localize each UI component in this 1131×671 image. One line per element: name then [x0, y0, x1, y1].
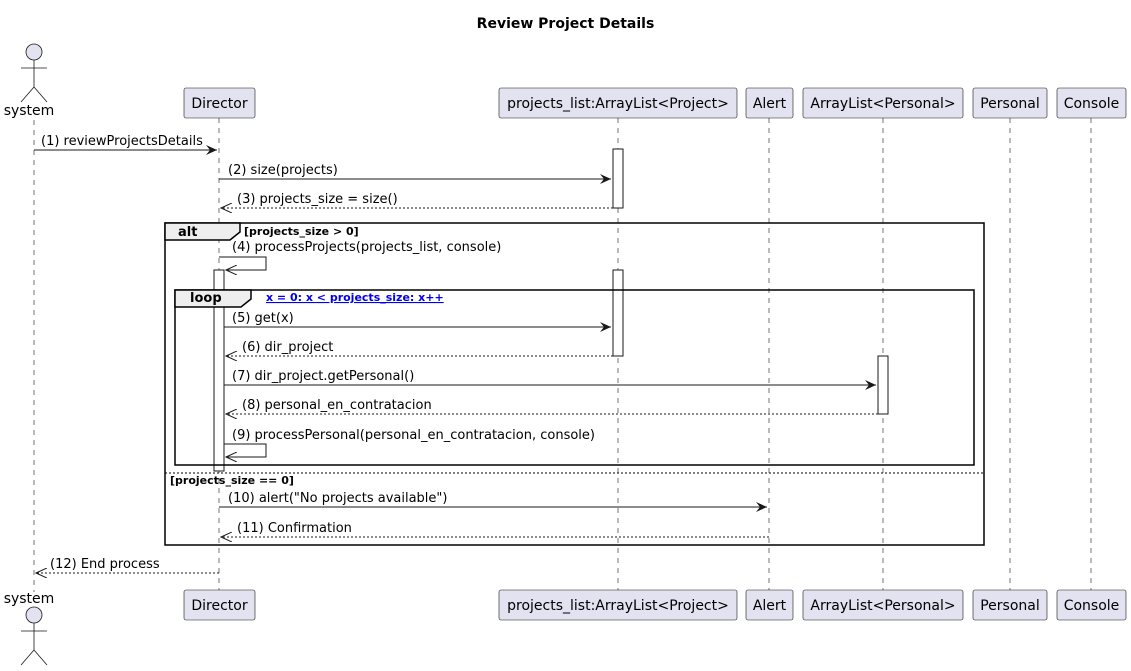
participant-console-bottom[interactable]: Console: [1056, 589, 1127, 621]
participant-personal-top[interactable]: Personal: [972, 87, 1048, 119]
participant-name-alert: Alert: [753, 96, 787, 112]
participant-name-projects-list-bottom: projects_list:ArrayList<Project>: [507, 598, 729, 614]
alt-keyword: alt: [178, 225, 197, 240]
messages: (1) reviewProjectsDetails (2) size(proje…: [34, 134, 878, 573]
message-label-11: (11) Confirmation: [237, 521, 352, 536]
participant-name-projects-list: projects_list:ArrayList<Project>: [507, 96, 729, 112]
alt-tab: [164, 222, 241, 241]
participant-name-console-bottom: Console: [1064, 598, 1120, 614]
participant-name-director-bottom: Director: [191, 598, 247, 614]
participant-name-personal-bottom: Personal: [980, 598, 1040, 614]
actor-head-icon-bottom: [25, 606, 43, 624]
participant-projects-list-bottom[interactable]: projects_list:ArrayList<Project>: [498, 589, 738, 621]
alt-guard: [projects_size > 0]: [244, 225, 359, 238]
participant-arraylist-personal-bottom[interactable]: ArrayList<Personal>: [802, 589, 964, 621]
loop-fragment: loop x = 0: x < projects_size: x++: [174, 289, 975, 466]
actor-system-bottom[interactable]: system: [4, 591, 55, 666]
message-label-9: (9) processPersonal(personal_en_contrata…: [232, 428, 595, 443]
message-label-4: (4) processProjects(projects_list, conso…: [232, 240, 501, 255]
actor-system-top[interactable]: system: [4, 43, 55, 119]
loop-frame: [174, 289, 975, 466]
message-label-7: (7) dir_project.getPersonal(): [232, 369, 414, 384]
diagram-title: Review Project Details: [477, 16, 655, 32]
loop-keyword: loop: [190, 291, 222, 306]
participant-name-personal: Personal: [980, 96, 1040, 112]
message-label-12: (12) End process: [50, 557, 160, 572]
participant-name-alert-bottom: Alert: [753, 598, 787, 614]
activation-arraylist-personal: [877, 355, 889, 415]
participant-name-system-bottom: system: [4, 591, 55, 607]
participant-projects-list-top[interactable]: projects_list:ArrayList<Project>: [498, 87, 738, 119]
participants-top: system Director projects_list:ArrayList<…: [4, 43, 1127, 119]
activation-projects-list-2: [612, 269, 624, 357]
participant-alert-top[interactable]: Alert: [745, 87, 794, 119]
loop-tab: [174, 289, 252, 308]
participant-name-arraylist-personal: ArrayList<Personal>: [810, 96, 955, 112]
message-label-5: (5) get(x): [232, 311, 294, 326]
participant-director-top[interactable]: Director: [183, 87, 256, 119]
participant-director-bottom[interactable]: Director: [183, 589, 256, 621]
message-label-1: (1) reviewProjectsDetails: [41, 134, 203, 149]
activation-projects-list-1: [612, 148, 624, 209]
actor-head-icon: [25, 43, 43, 61]
participant-name-director: Director: [191, 96, 247, 112]
message-label-6: (6) dir_project: [242, 340, 333, 355]
participant-arraylist-personal-top[interactable]: ArrayList<Personal>: [802, 87, 964, 119]
participants-bottom: system Director projects_list:ArrayList<…: [4, 589, 1127, 666]
message-label-8: (8) personal_en_contratacion: [242, 398, 432, 413]
alt-frame: [164, 222, 985, 546]
message-arrow-9: [224, 443, 267, 457]
message-label-2: (2) size(projects): [228, 163, 338, 178]
lifelines: [33, 118, 1092, 592]
message-label-10: (10) alert("No projects available"): [228, 491, 447, 506]
participant-alert-bottom[interactable]: Alert: [745, 589, 794, 621]
message-arrow-4: [219, 256, 267, 270]
participant-console-top[interactable]: Console: [1056, 87, 1127, 119]
activation-director: [213, 269, 225, 472]
participant-name-system: system: [4, 103, 55, 119]
alt-else-guard: [projects_size == 0]: [170, 474, 294, 487]
participant-name-console: Console: [1064, 96, 1120, 112]
activation-bars: [213, 148, 889, 472]
loop-guard-link[interactable]: x = 0: x < projects_size: x++: [266, 291, 444, 304]
participant-personal-bottom[interactable]: Personal: [972, 589, 1048, 621]
participant-name-arraylist-personal-bottom: ArrayList<Personal>: [810, 598, 955, 614]
message-label-3: (3) projects_size = size(): [237, 192, 398, 207]
alt-fragment: alt [projects_size > 0] [projects_size =…: [164, 222, 985, 546]
